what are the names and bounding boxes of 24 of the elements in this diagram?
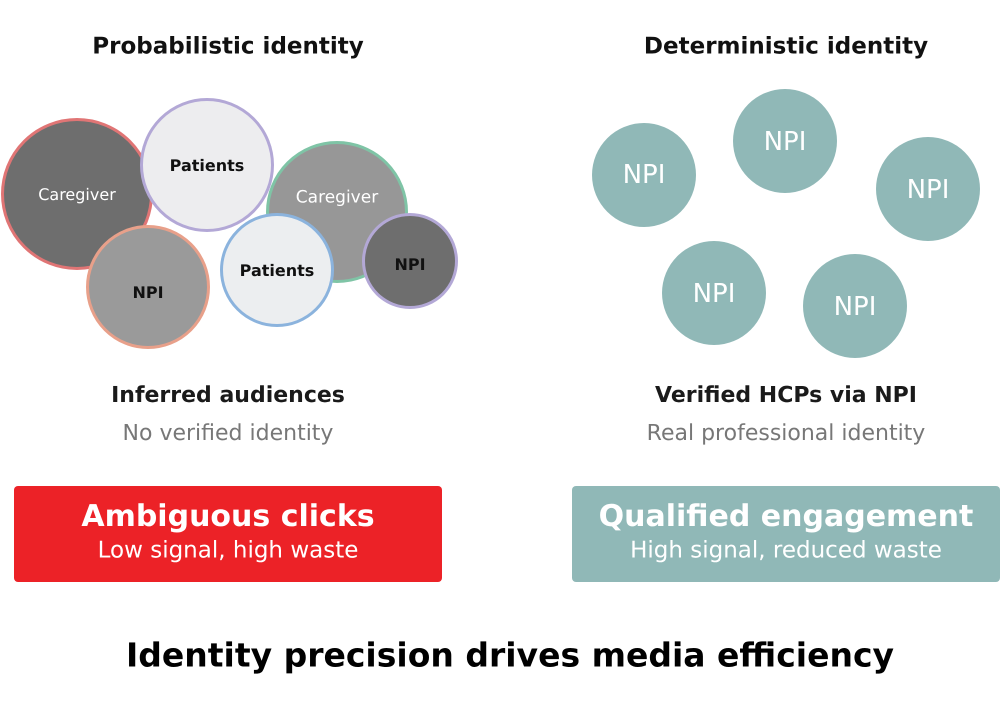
circle-label: NPI [132, 285, 164, 301]
description-text: No verified identity [122, 423, 334, 445]
banner-heading: Ambiguous clicks [81, 502, 375, 532]
circle-label: Patients [240, 263, 314, 279]
section-heading: Deterministic identity [644, 36, 928, 58]
banner-heading: Qualified engagement [598, 502, 974, 532]
circle-label: NPI [906, 177, 950, 203]
caption-text: Identity precision drives media efficiency [126, 638, 894, 672]
section-heading: Probabilistic identity [92, 36, 364, 58]
audience-label: Inferred audiences [111, 385, 345, 407]
outcome-banner [572, 486, 1000, 582]
circle-label: NPI [622, 162, 666, 188]
outcome-banner [14, 486, 442, 582]
description-text: Real professional identity [646, 423, 926, 445]
circle-label: Caregiver [38, 187, 116, 203]
circle-label: Patients [170, 158, 244, 174]
banner-subtitle: Low signal, high waste [98, 540, 358, 562]
banner-subtitle: High signal, reduced waste [630, 540, 942, 562]
circle-label: NPI [764, 129, 806, 155]
circle-label: NPI [834, 294, 876, 320]
circle-label: Caregiver [296, 190, 378, 206]
circle-label: NPI [394, 257, 426, 273]
circle-label: NPI [692, 281, 736, 307]
audience-label: Verified HCPs via NPI [655, 385, 917, 407]
